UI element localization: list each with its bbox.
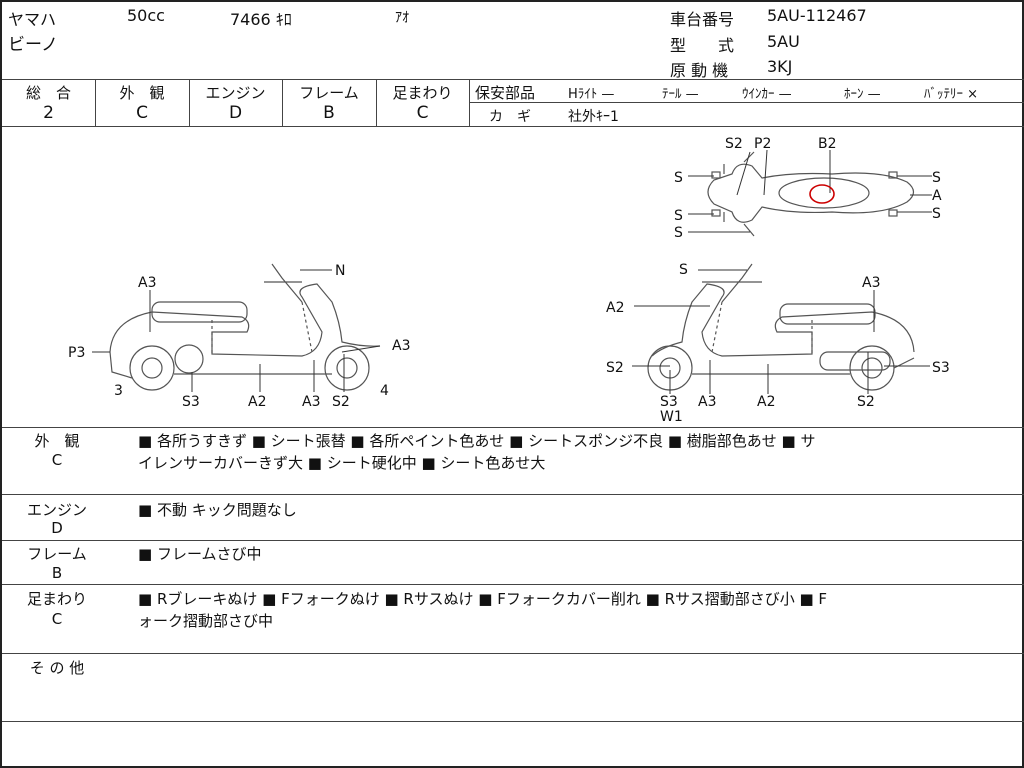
remark-grade: D (51, 519, 63, 537)
svg-text:A2: A2 (757, 394, 775, 410)
remark-text: ■ フレームさび中 (138, 545, 262, 563)
svg-text:3: 3 (114, 383, 123, 399)
divider (2, 126, 1024, 127)
svg-text:A2: A2 (248, 394, 266, 410)
svg-text:A: A (932, 188, 942, 204)
svg-text:A3: A3 (698, 394, 716, 410)
diagram-labels: S2 P2 B2 S S A S S S N A3 P3 A3 3 S3 A2 … (68, 136, 950, 425)
svg-text:A2: A2 (606, 300, 624, 316)
scooter-left-view (109, 263, 381, 391)
svg-text:P2: P2 (754, 136, 771, 152)
divider (376, 79, 377, 126)
svg-text:S: S (932, 170, 941, 186)
svg-text:S3: S3 (182, 394, 200, 410)
overall-grade: 2 (43, 103, 54, 123)
damage-mark-circle (809, 184, 835, 204)
frame-grade-label: フレーム (299, 84, 359, 102)
type-label: 型 式 (670, 36, 735, 55)
frame-no: 5AU-112467 (767, 6, 867, 25)
svg-text:S3: S3 (660, 394, 678, 410)
divider (2, 584, 1024, 585)
svg-text:S2: S2 (332, 394, 350, 410)
engine-grade: D (228, 103, 243, 123)
leader-lines (92, 149, 932, 394)
frame-no-label: 車台番号 (670, 10, 735, 29)
remark-text: イレンサーカバーきず大 ■ シート硬化中 ■ シート色あせ大 (138, 454, 546, 472)
remark-label: フレーム (27, 545, 87, 563)
remark-grade: C (51, 610, 63, 628)
divider (95, 79, 96, 126)
remark-text: ■ 各所うすきず ■ シート張替 ■ 各所ペイント色あせ ■ シートスポンジ不良… (138, 432, 816, 450)
scooter-right-view (647, 263, 915, 391)
svg-text:S: S (932, 206, 941, 222)
type-value: 5AU (767, 32, 800, 51)
color: ｱｵ (395, 10, 409, 26)
maker: ヤマハ (8, 10, 57, 29)
svg-text:P3: P3 (68, 345, 85, 361)
divider (469, 102, 1024, 103)
engine-value: 3KJ (767, 57, 793, 76)
exterior-label: 外 観 (119, 84, 165, 102)
svg-text:S2: S2 (725, 136, 743, 152)
svg-text:S: S (674, 170, 683, 186)
svg-text:S2: S2 (857, 394, 875, 410)
engine-label: 原 動 機 (670, 61, 729, 80)
remark-label: エンジン (26, 501, 87, 519)
remark-text: ■ Rブレーキぬけ ■ Fフォークぬけ ■ Rサスぬけ ■ Fフォークカバー削れ… (138, 590, 828, 608)
engine-grade-label: エンジン (205, 84, 266, 102)
remark-grade: B (51, 564, 63, 582)
key-value: 社外ｷｰ1 (568, 109, 619, 125)
remark-text: ■ 不動 キック問題なし (138, 501, 297, 519)
damage-diagram: S2 P2 B2 S S A S S S N A3 P3 A3 3 S3 A2 … (68, 136, 950, 425)
svg-text:A3: A3 (392, 338, 410, 354)
frame-grade: B (323, 103, 335, 123)
key-label: カ ギ (489, 109, 531, 125)
battery-status: ﾊﾞｯﾃﾘｰ × (924, 87, 979, 102)
suspension-grade: C (416, 103, 429, 123)
remark-text: ォーク摺動部さび中 (138, 612, 274, 630)
divider (2, 494, 1024, 495)
divider (189, 79, 190, 126)
svg-text:S2: S2 (606, 360, 624, 376)
remark-label: 外 観 (34, 432, 80, 450)
horn-status: ﾎｰﾝ — (844, 87, 881, 102)
divider (282, 79, 283, 126)
divider (2, 427, 1024, 428)
displacement: 50cc (127, 6, 165, 25)
svg-text:A3: A3 (862, 275, 880, 291)
remark-label: 足まわり (26, 590, 87, 608)
svg-text:W1: W1 (660, 409, 683, 425)
headlight-status: Hﾗｲﾄ — (568, 87, 615, 102)
divider (469, 79, 470, 126)
svg-text:S3: S3 (932, 360, 950, 376)
divider (2, 721, 1024, 722)
winker-status: ｳｲﾝｶｰ — (742, 87, 792, 102)
divider (2, 653, 1024, 654)
svg-text:A3: A3 (138, 275, 156, 291)
divider (2, 540, 1024, 541)
remark-label: そ の 他 (29, 659, 85, 677)
svg-text:N: N (335, 263, 345, 279)
suspension-grade-label: 足まわり (392, 84, 453, 102)
svg-text:B2: B2 (818, 136, 837, 152)
exterior-grade: C (136, 103, 148, 123)
svg-text:S: S (674, 225, 683, 241)
safety-label: 保安部品 (475, 84, 536, 102)
svg-text:A3: A3 (302, 394, 320, 410)
divider (2, 79, 1024, 80)
svg-text:S: S (674, 208, 683, 224)
svg-text:S: S (679, 262, 688, 278)
model-name: ビーノ (8, 35, 58, 55)
mileage: 7466 ｷﾛ (230, 10, 292, 29)
remark-grade: C (51, 451, 63, 469)
overall-label: 総 合 (25, 84, 71, 102)
svg-text:4: 4 (380, 383, 389, 399)
tail-status: ﾃｰﾙ — (662, 87, 699, 102)
